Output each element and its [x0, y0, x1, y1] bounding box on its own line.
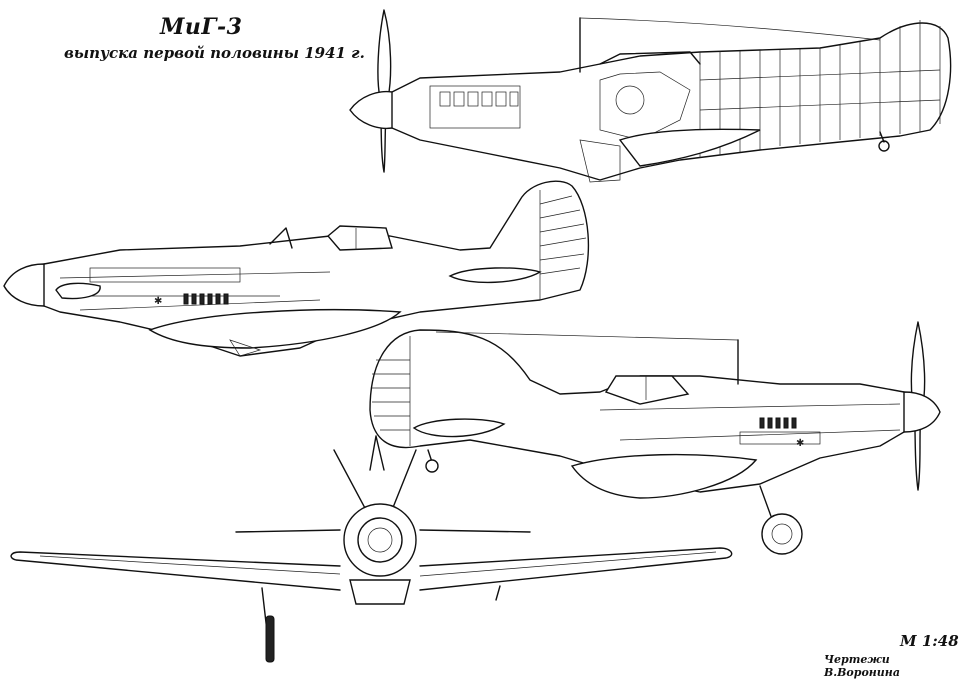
right-side-view: ✱	[369, 321, 941, 555]
svg-text:✱: ✱	[154, 296, 162, 307]
left-side-view: ✱	[3, 180, 590, 357]
scale-label: М 1:48	[900, 632, 959, 650]
svg-text:✱: ✱	[796, 438, 804, 449]
credit-label: Чертежи В.Воронина	[824, 653, 900, 679]
cutaway-side-view	[349, 9, 952, 183]
drawing-title: МиГ-3	[160, 14, 243, 40]
drawing-subtitle: выпуска первой половины 1941 г.	[64, 44, 365, 62]
front-view	[10, 435, 733, 663]
